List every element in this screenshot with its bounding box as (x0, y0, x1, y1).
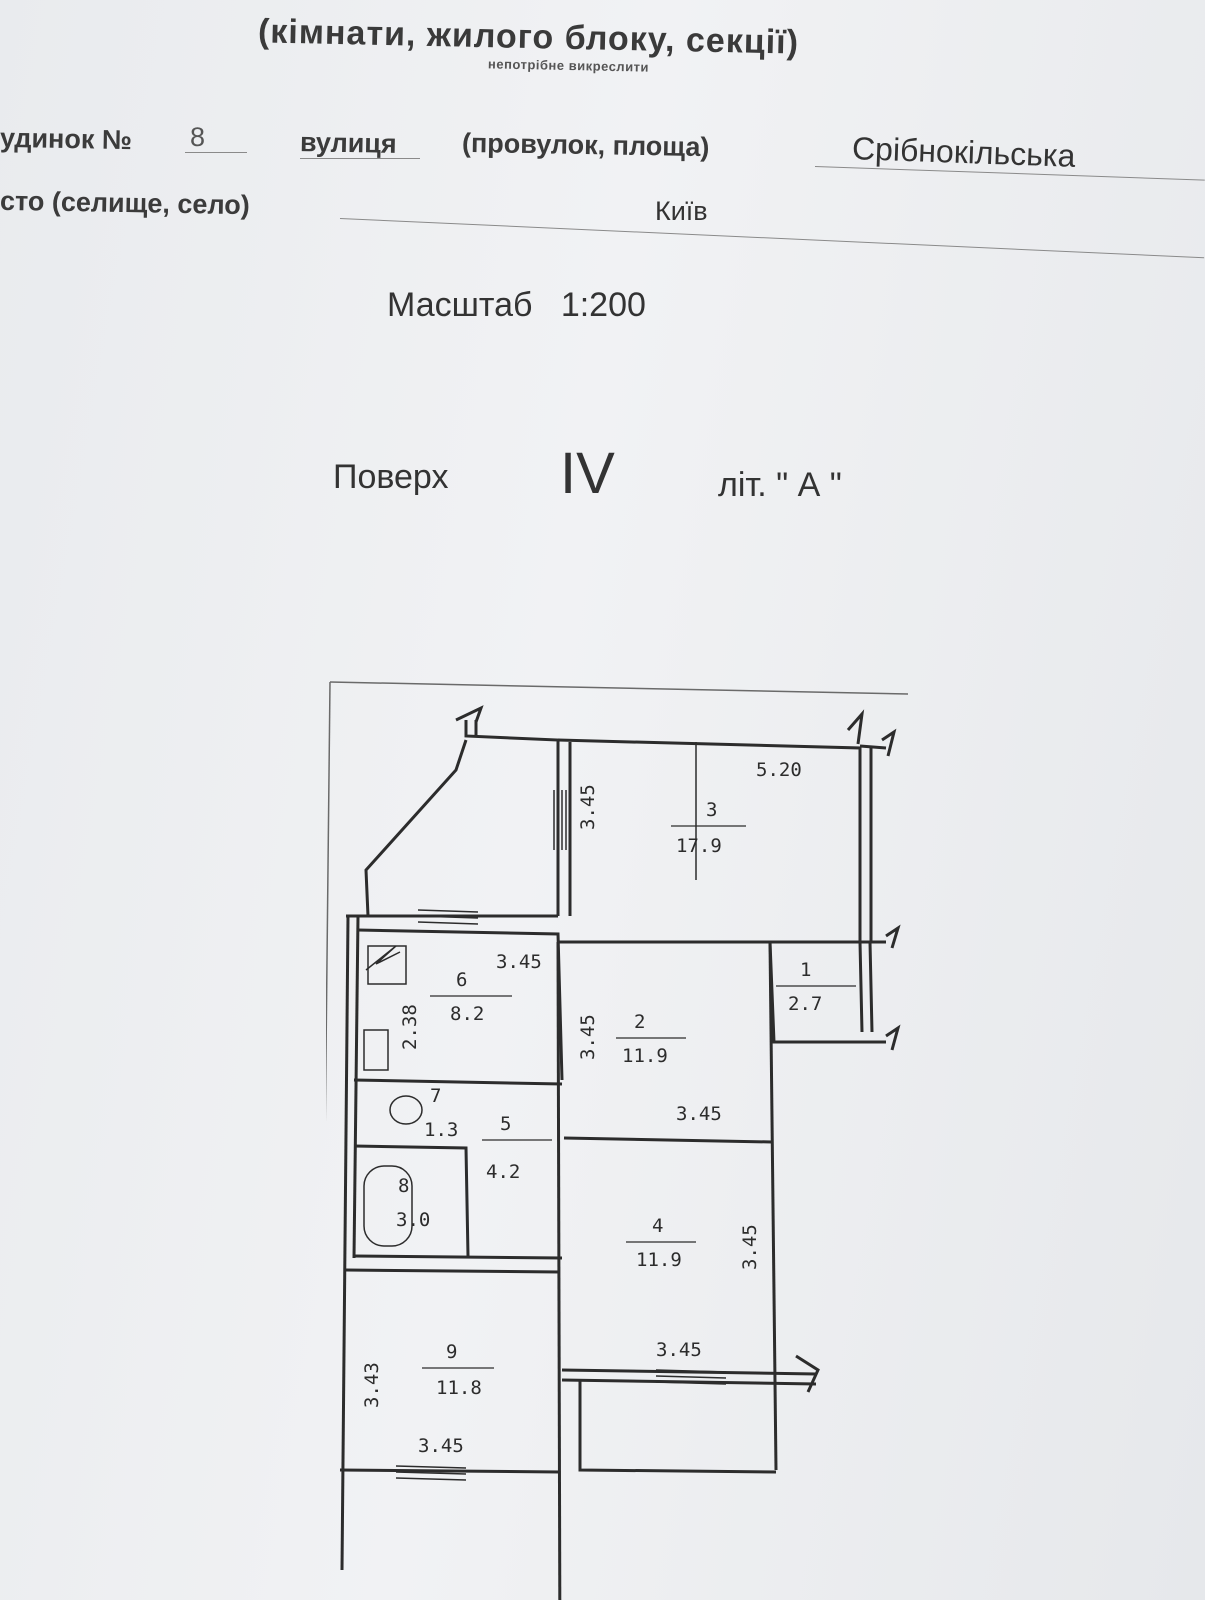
room-6-area: 8.2 (450, 1003, 484, 1025)
street-label: вулиця (299, 127, 397, 159)
plan-frame-top (329, 681, 909, 695)
dim-room2-height: 3.45 (577, 1014, 599, 1060)
wall-room9-bottom (339, 1468, 561, 1474)
wall-break-mark-6 (881, 728, 897, 757)
dim-room6-width: 3.45 (496, 951, 542, 973)
wall-diagonal (364, 739, 468, 917)
vent-box (367, 945, 407, 985)
room-9-area: 11.8 (436, 1377, 482, 1399)
room-6-number: 6 (456, 969, 467, 991)
wall-shaft-right (464, 720, 560, 916)
wall-left-main (340, 915, 350, 1571)
wall-break-mark-2 (846, 709, 865, 745)
wall-break-mark-4 (885, 924, 901, 949)
building-letter: літ. " А " (718, 466, 842, 504)
dim-room4-width: 3.45 (656, 1339, 702, 1361)
wall-center (556, 941, 562, 1600)
dim-room6-height: 2.38 (399, 1004, 421, 1050)
wall-break-mark-1 (455, 705, 484, 723)
city-underline (339, 218, 1205, 259)
dim-room2-width: 3.45 (676, 1103, 722, 1125)
wall-room4-bottom-2 (561, 1378, 817, 1386)
room-7-number: 7 (430, 1085, 441, 1107)
wall-break-mark-5 (885, 1024, 901, 1051)
city-value: Київ (655, 196, 708, 226)
wall-room2-bottom (563, 1136, 773, 1144)
floor-label: Поверх (333, 458, 449, 496)
dim-room9-height: 3.43 (361, 1362, 383, 1408)
window-corridor (417, 909, 479, 925)
toilet-symbol (389, 1095, 423, 1125)
wall-wc (353, 1144, 470, 1257)
wall-left-inner (352, 915, 360, 1259)
scale-line: Масштаб 1:200 (387, 286, 646, 325)
room-3-area: 17.9 (676, 835, 722, 857)
floor-plan: 5.20 3.45 3.45 2.38 3.45 3.45 3.45 3.45 … (319, 680, 916, 1600)
dim-room3-height: 3.45 (577, 784, 599, 830)
room-8-area: 3.0 (396, 1209, 430, 1231)
room-7-area: 1.3 (424, 1119, 458, 1141)
wall-balcony-stub (859, 744, 887, 942)
document-heading: (кімнати, жилого блоку, секції) (257, 12, 800, 62)
dim-room4-height: 3.45 (739, 1224, 761, 1270)
wall-lower-right (578, 1380, 777, 1474)
scale-label: Масштаб (387, 286, 533, 324)
wall-room1-right (858, 941, 874, 1033)
street-alt-label: (провулок, площа) (461, 127, 710, 163)
room-1-number: 1 (800, 959, 811, 981)
room-5-area: 4.2 (486, 1161, 520, 1183)
window-room3 (553, 790, 567, 850)
wall-room9-top (345, 1268, 561, 1274)
scale-value: 1:200 (560, 286, 646, 324)
wall-bath-bottom (353, 1254, 563, 1260)
dim-room9-width: 3.45 (418, 1435, 464, 1457)
window-room9 (395, 1465, 467, 1481)
room-9-number: 9 (446, 1341, 457, 1363)
wall-room1 (768, 941, 886, 1044)
window-room4 (655, 1369, 727, 1385)
wall-room4-bottom (561, 1368, 817, 1376)
room-labels: 3 17.9 1 2.7 6 8.2 2 11.9 7 1.3 5 4.2 8 … (396, 799, 856, 1399)
room-2-area: 11.9 (622, 1045, 668, 1067)
dim-room3-width: 5.20 (756, 759, 802, 781)
wall-room6-bottom (353, 1078, 563, 1086)
wall-room6 (357, 928, 564, 1081)
stair-sign (365, 945, 401, 971)
wall-room3-outer (557, 738, 862, 942)
house-number: 8 (190, 122, 206, 152)
room-1-area: 2.7 (788, 993, 822, 1015)
room-2-number: 2 (634, 1011, 645, 1033)
street-label-underline (300, 158, 420, 159)
room-4-area: 11.9 (636, 1249, 682, 1271)
stove-box (363, 1029, 389, 1071)
room-4-number: 4 (652, 1215, 663, 1237)
room-3-number: 3 (706, 799, 717, 821)
floor-number: IV (560, 441, 615, 506)
house-label: удинок № (0, 122, 133, 156)
floor-plan-drawing: 5.20 3.45 3.45 2.38 3.45 3.45 3.45 3.45 … (319, 681, 909, 1600)
heading-note: непотрібне викреслити (487, 56, 650, 75)
house-number-underline (185, 152, 247, 153)
room-5-number: 5 (500, 1113, 511, 1135)
wall-break-mark-3 (795, 1354, 820, 1393)
bathtub-symbol (363, 1165, 413, 1247)
windows (363, 742, 727, 1481)
plan-frame-left (319, 681, 331, 1600)
room-8-number: 8 (398, 1175, 409, 1197)
city-label: сто (селище, село) (0, 185, 251, 221)
